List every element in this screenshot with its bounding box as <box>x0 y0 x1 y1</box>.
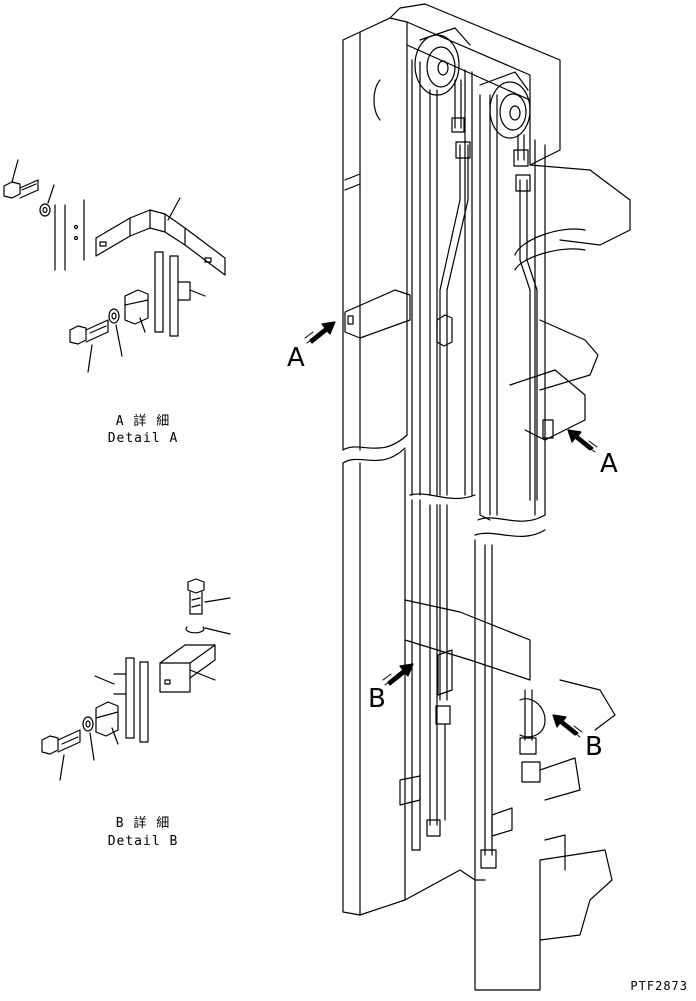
detail-a-exploded-view <box>3 159 226 373</box>
callout-label-a-right: A <box>600 449 618 479</box>
carriage-bracket-upper <box>509 164 631 441</box>
inner-mast-rails <box>409 59 546 881</box>
detail-a-title: A 詳 細 <box>116 413 170 429</box>
callout-arrow-a-upper <box>304 321 336 344</box>
detail-a-hose-pair <box>154 251 206 337</box>
detail-a-upper-washer <box>39 184 55 217</box>
detail-b-upper-bolt <box>187 578 231 615</box>
hydraulic-hose-right <box>480 94 541 869</box>
callout-label-b-right: B <box>585 732 603 762</box>
upper-hose-bracket <box>344 289 453 347</box>
detail-a-z-bracket <box>95 197 226 276</box>
detail-b-upper-washer <box>185 626 231 635</box>
callout-arrow-b-left <box>382 663 414 686</box>
detail-a-clamp-plate <box>124 289 149 333</box>
right-chain-sheave <box>479 71 531 139</box>
detail-a-subtitle: Detail A <box>108 431 179 446</box>
detail-b-subtitle: Detail B <box>108 834 179 849</box>
detail-b-exploded-view <box>41 578 231 781</box>
detail-b-title: B 詳 細 <box>116 815 170 831</box>
detail-a-upper-bolt <box>3 159 39 199</box>
detail-b-lower-bolt <box>41 729 81 781</box>
mast-assembly <box>342 3 631 991</box>
lower-hose-bracket <box>404 599 616 801</box>
detail-b-hose-pair <box>94 657 149 743</box>
callout-arrow-b-right <box>552 714 583 738</box>
hydraulic-hose-center <box>435 79 471 821</box>
detail-b-lower-washer <box>82 716 95 761</box>
detail-b-angle-bracket <box>159 644 216 693</box>
drawing-code: PTF2873 <box>630 979 688 993</box>
left-chain-sheave <box>414 27 471 96</box>
detail-b-clamp-plate <box>95 701 119 745</box>
hydraulic-hose-left <box>426 89 441 837</box>
callout-label-a-upper: A <box>287 343 305 373</box>
outer-mast-left-rail <box>342 17 408 916</box>
detail-a-lower-washer <box>108 308 123 357</box>
lift-carriage-lower <box>399 775 613 991</box>
callout-label-b-left: B <box>368 684 386 714</box>
callout-arrow-a-right <box>567 429 598 453</box>
detail-a-mast-fragment <box>54 199 85 271</box>
detail-a-lower-bolt <box>69 319 109 373</box>
